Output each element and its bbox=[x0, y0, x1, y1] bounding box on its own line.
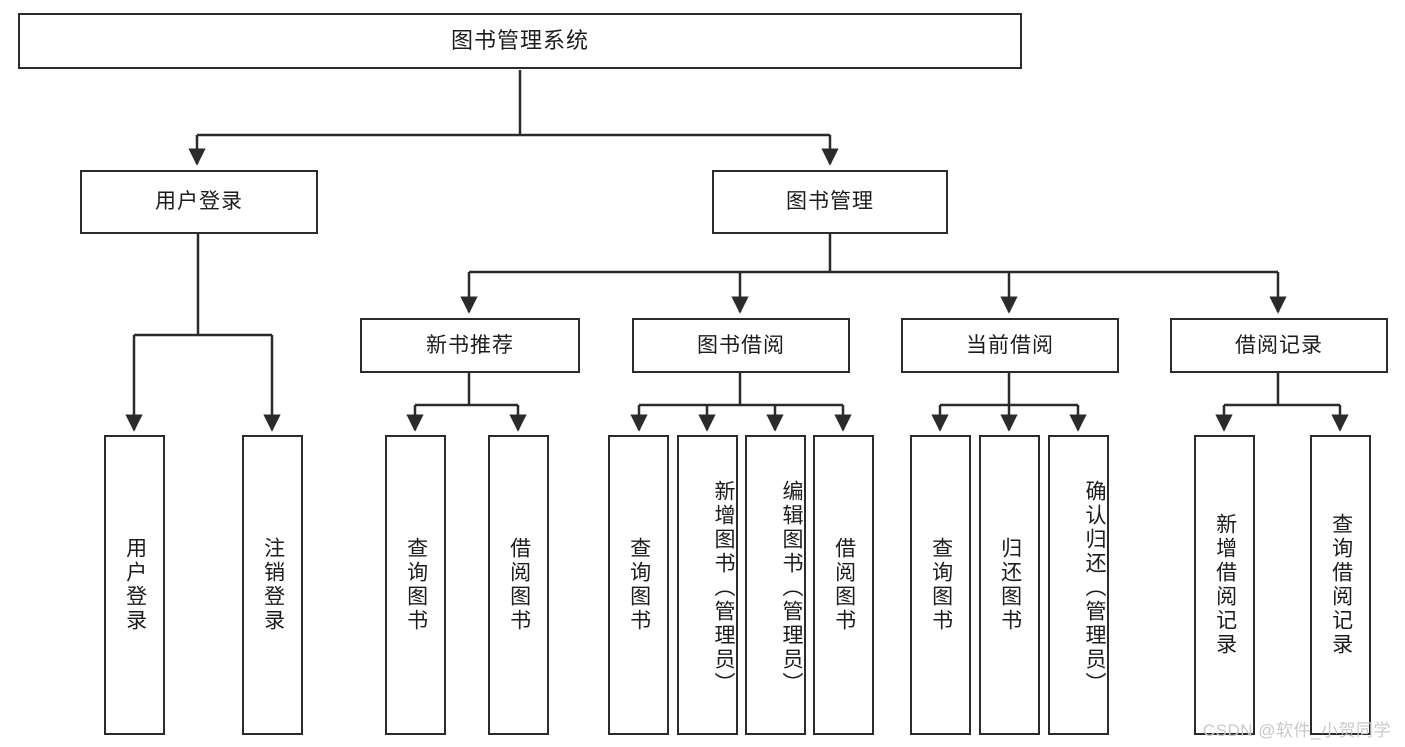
node-user-login[interactable]: 用户登录 bbox=[80, 170, 318, 234]
node-label: 用户登录 bbox=[155, 190, 243, 214]
leaf-current-borrow-confirm-admin[interactable]: 确认归还（管理员） bbox=[1048, 435, 1109, 735]
node-book-borrow[interactable]: 图书借阅 bbox=[632, 318, 850, 373]
leaf-book-borrow-add-admin[interactable]: 新增图书（管理员） bbox=[677, 435, 738, 735]
leaf-book-borrow-borrow[interactable]: 借阅图书 bbox=[813, 435, 874, 735]
leaf-current-borrow-return[interactable]: 归还图书 bbox=[979, 435, 1040, 735]
leaf-book-borrow-query[interactable]: 查询图书 bbox=[608, 435, 669, 735]
node-label: 借阅图书 bbox=[507, 537, 531, 633]
node-book-management[interactable]: 图书管理 bbox=[712, 170, 948, 234]
node-label: 查询图书 bbox=[404, 537, 428, 633]
leaf-user-login-logout[interactable]: 注销登录 bbox=[242, 435, 303, 735]
leaf-current-borrow-query[interactable]: 查询图书 bbox=[910, 435, 971, 735]
node-label: 图书借阅 bbox=[697, 333, 785, 357]
leaf-new-book-query[interactable]: 查询图书 bbox=[385, 435, 446, 735]
leaf-user-login-login[interactable]: 用户登录 bbox=[104, 435, 165, 735]
node-current-borrow[interactable]: 当前借阅 bbox=[901, 318, 1119, 373]
node-label: 编辑图书（管理员） bbox=[780, 480, 803, 696]
node-label: 当前借阅 bbox=[966, 333, 1054, 357]
node-label: 确认归还（管理员） bbox=[1083, 480, 1106, 696]
node-label: 新增借阅记录 bbox=[1213, 513, 1237, 657]
node-label: 图书管理 bbox=[786, 190, 874, 214]
node-borrow-record[interactable]: 借阅记录 bbox=[1170, 318, 1388, 373]
node-label: 用户登录 bbox=[123, 537, 147, 633]
node-label: 新书推荐 bbox=[426, 333, 514, 357]
node-label: 查询图书 bbox=[627, 537, 651, 633]
node-label: 查询借阅记录 bbox=[1329, 513, 1353, 657]
node-label: 归还图书 bbox=[998, 537, 1022, 633]
leaf-book-borrow-edit-admin[interactable]: 编辑图书（管理员） bbox=[745, 435, 806, 735]
node-label: 借阅记录 bbox=[1235, 333, 1323, 357]
leaf-borrow-record-query[interactable]: 查询借阅记录 bbox=[1310, 435, 1371, 735]
leaf-borrow-record-add[interactable]: 新增借阅记录 bbox=[1194, 435, 1255, 735]
node-label: 新增图书（管理员） bbox=[712, 480, 735, 696]
leaf-new-book-borrow[interactable]: 借阅图书 bbox=[488, 435, 549, 735]
node-label: 借阅图书 bbox=[832, 537, 856, 633]
node-label: 查询图书 bbox=[929, 537, 953, 633]
node-new-book-recommend[interactable]: 新书推荐 bbox=[360, 318, 580, 373]
node-root-book-management-system[interactable]: 图书管理系统 bbox=[18, 13, 1022, 69]
node-label: 注销登录 bbox=[261, 537, 285, 633]
node-label: 图书管理系统 bbox=[450, 27, 589, 53]
